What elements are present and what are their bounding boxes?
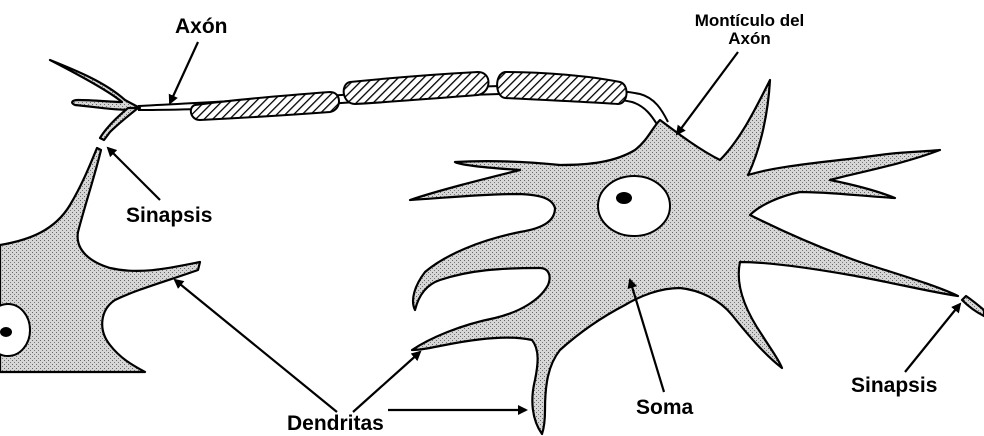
- label-synapse-right: Sinapsis: [851, 375, 937, 397]
- arrow-axon: [170, 42, 198, 103]
- label-axon-hillock-line1: Montículo del: [672, 12, 827, 30]
- label-synapse-left: Sinapsis: [126, 205, 212, 227]
- label-dendrites: Dendritas: [287, 413, 384, 435]
- arrow-dendrite-center: [353, 352, 420, 412]
- left-neuron-body: [0, 148, 200, 372]
- myelin-segment-1: [191, 92, 339, 120]
- arrow-synapse-left: [108, 148, 160, 200]
- axon-terminal: [50, 60, 140, 110]
- right-synapse-terminal: [962, 296, 984, 316]
- right-neuron-nucleolus: [616, 192, 632, 204]
- label-axon-hillock-line2: Axón: [672, 30, 827, 48]
- axon-terminal-branch: [100, 108, 138, 140]
- arrow-axon-hillock: [677, 52, 738, 134]
- right-neuron-nucleus: [598, 176, 670, 236]
- label-soma: Soma: [636, 397, 693, 419]
- arrow-soma: [630, 280, 664, 392]
- arrow-synapse-right: [905, 304, 960, 372]
- myelin-segment-2: [344, 72, 489, 104]
- arrow-dendrite-left: [175, 280, 337, 412]
- label-axon: Axón: [175, 16, 228, 38]
- left-neuron-nucleolus: [0, 327, 12, 337]
- myelin-segment-3: [497, 72, 626, 104]
- label-axon-hillock: Montículo del Axón: [672, 12, 827, 48]
